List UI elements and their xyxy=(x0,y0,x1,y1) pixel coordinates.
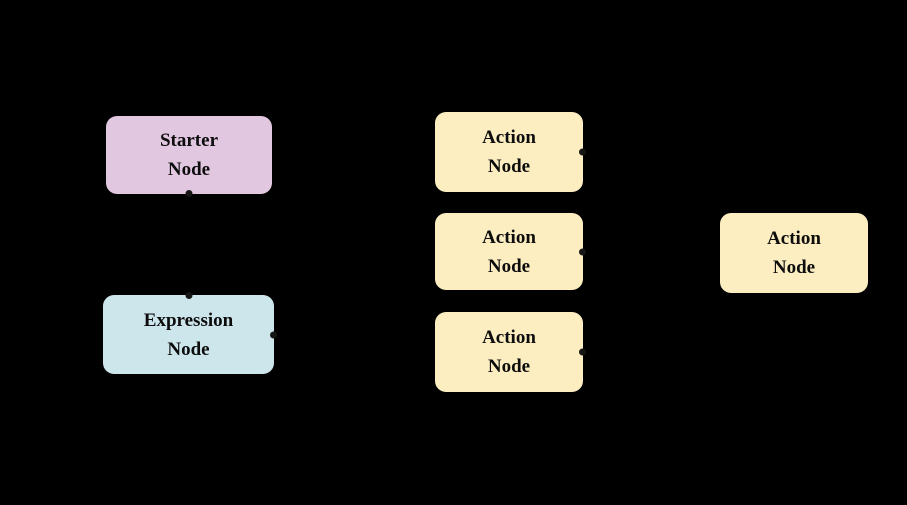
connection-handle-right-icon[interactable] xyxy=(579,248,586,255)
connection-handle-top-icon[interactable] xyxy=(185,292,192,299)
expression-node[interactable]: Expression Node xyxy=(103,292,277,374)
connection-handle-right-icon[interactable] xyxy=(270,331,277,338)
connection-handle-right-icon[interactable] xyxy=(579,348,586,356)
connection-handle-right-icon[interactable] xyxy=(579,148,586,156)
starter-node[interactable]: Starter Node xyxy=(106,116,272,197)
node-label: Starter Node xyxy=(159,130,219,180)
node-label: Action Node xyxy=(767,228,821,278)
action-node-1[interactable]: Action Node xyxy=(435,112,586,192)
action-node-2[interactable]: Action Node xyxy=(435,213,586,290)
action-node-3[interactable]: Action Node xyxy=(435,312,586,392)
connection-handle-bottom-icon[interactable] xyxy=(185,190,193,197)
node-label: Action Node xyxy=(482,327,536,377)
node-label: Action Node xyxy=(482,127,536,177)
node-label: Action Node xyxy=(482,226,536,277)
action-node-4[interactable]: Action Node xyxy=(720,213,868,293)
node-label: Expression Node xyxy=(143,309,234,360)
